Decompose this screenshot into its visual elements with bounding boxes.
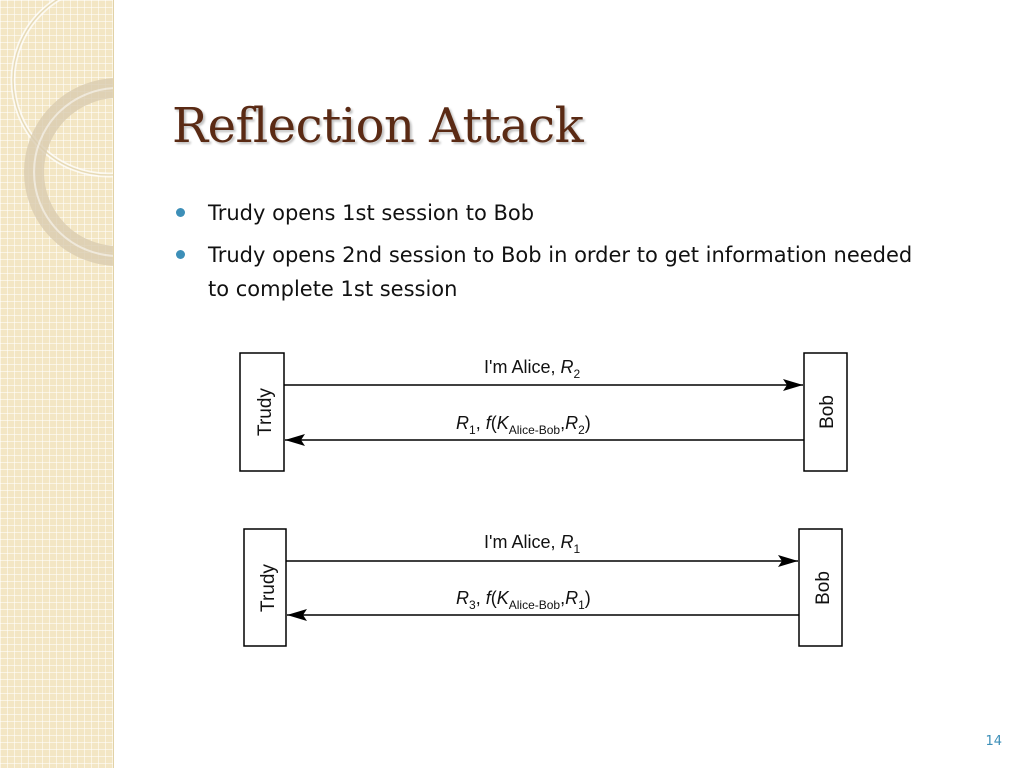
trudy-box — [239, 352, 285, 472]
session-1-diagram: Trudy Bob I'm Alice, R2 R1, f(KAlice-Bob… — [239, 352, 848, 472]
bob-label: Bob — [817, 395, 838, 429]
message-r3-response: R3, f(KAlice-Bob,R1) — [456, 588, 591, 612]
bob-label: Bob — [813, 571, 834, 605]
session-2-diagram: Trudy Bob I'm Alice, R1 R3, f(KAlice-Bob… — [243, 528, 843, 647]
bob-box — [803, 352, 848, 472]
bullet-item: Trudy opens 2nd session to Bob in order … — [172, 238, 932, 306]
sidebar-circles-decoration — [10, 0, 113, 266]
message-alice-r1: I'm Alice, R1 — [484, 532, 580, 556]
bob-box — [798, 528, 843, 647]
bullet-dot-icon — [176, 208, 185, 217]
trudy-label: Trudy — [255, 388, 276, 436]
message-r1-response: R1, f(KAlice-Bob,R2) — [456, 413, 591, 437]
bullet-item: Trudy opens 1st session to Bob — [172, 196, 932, 230]
slide-title: Reflection Attack — [172, 98, 584, 154]
bullet-text: Trudy opens 1st session to Bob — [208, 201, 535, 225]
page-number: 14 — [985, 734, 1002, 749]
message-alice-r2: I'm Alice, R2 — [484, 357, 580, 381]
trudy-box — [243, 528, 287, 647]
decorative-sidebar — [0, 0, 114, 768]
bullet-dot-icon — [176, 250, 185, 259]
bullet-text: Trudy opens 2nd session to Bob in order … — [208, 243, 913, 301]
bullet-list: Trudy opens 1st session to Bob Trudy ope… — [172, 196, 932, 314]
trudy-label: Trudy — [258, 564, 279, 612]
